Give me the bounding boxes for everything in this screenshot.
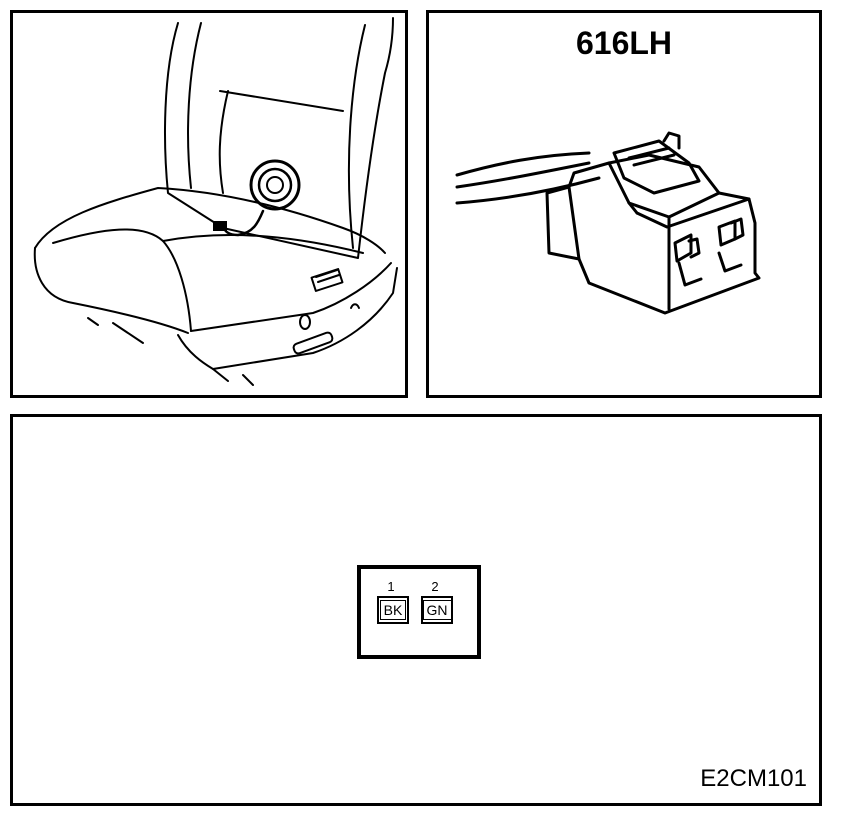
connector-panel: 616LH [426,10,822,398]
seat-illustration [33,17,398,386]
diagram-code: E2CM101 [700,765,807,792]
connector-illustration [455,131,761,315]
pin-number-2: 2 [431,579,439,594]
seat-illustration-panel [10,10,408,398]
pin-1-cavity: BK [377,596,409,624]
pin-2-cavity: GN [421,596,453,624]
pinout-panel: 1 2 BK GN E2CM101 [10,414,822,806]
pin-2-wire-color: GN [422,600,452,620]
pin-number-1: 1 [387,579,395,594]
pin-1-wire-color: BK [379,600,407,620]
connector-title: 616LH [575,25,673,61]
connector-face-view: 1 2 BK GN [357,565,481,659]
